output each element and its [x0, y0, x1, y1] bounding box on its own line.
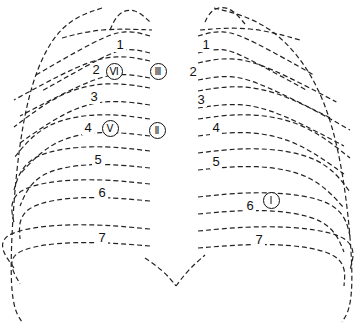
- point-numeral: Ⅵ: [109, 66, 118, 77]
- rib-number: 4: [210, 121, 221, 135]
- rib-edge: [12, 180, 150, 223]
- costal-margin: [176, 255, 205, 286]
- rib-edge: [198, 227, 353, 270]
- rib-edge: [198, 32, 314, 75]
- rib-number: 7: [253, 233, 264, 247]
- auscultation-point: Ⅲ: [150, 63, 167, 80]
- auscultation-point: Ⅵ: [106, 63, 123, 80]
- auscultation-point: Ⅴ: [102, 120, 119, 137]
- chest-outline: [11, 8, 102, 322]
- point-numeral: Ⅴ: [107, 123, 114, 134]
- rib-edge: [198, 59, 336, 102]
- rib-edge: [20, 75, 150, 116]
- point-numeral: Ⅱ: [155, 125, 160, 136]
- rib-edge: [14, 57, 150, 100]
- auscultation-point: Ⅰ: [263, 192, 280, 209]
- rib-edge: [198, 245, 345, 286]
- point-numeral: Ⅰ: [270, 195, 273, 206]
- rib-edge: [198, 77, 330, 118]
- rib-edge: [12, 243, 150, 284]
- apex: [205, 8, 245, 24]
- auscultation-point: Ⅱ: [149, 122, 166, 139]
- rib-number: 7: [96, 231, 107, 245]
- rib-edge: [20, 102, 150, 143]
- clavicle: [200, 28, 300, 40]
- rib-number: 5: [210, 155, 221, 169]
- rib-number: 4: [82, 121, 93, 135]
- rib-number: 1: [114, 38, 125, 52]
- rib-number: 2: [90, 63, 101, 77]
- rib-edge: [198, 105, 344, 146]
- rib-edge: [14, 147, 150, 190]
- rib-edge: [198, 149, 350, 192]
- rib-number: 3: [88, 90, 99, 104]
- point-numeral: Ⅲ: [155, 66, 162, 77]
- rib-edge: [14, 115, 150, 158]
- rib-number: 6: [96, 186, 107, 200]
- rib-edge: [198, 167, 344, 208]
- rib-edge: [198, 50, 308, 91]
- rib-number: 2: [187, 65, 198, 79]
- rib-edge: [20, 133, 150, 174]
- rib-edge: [3, 225, 150, 268]
- rib-number: 5: [92, 153, 103, 167]
- rib-number: 3: [195, 93, 206, 107]
- costal-margin: [145, 258, 176, 286]
- apex: [110, 10, 150, 30]
- rib-number: 6: [244, 199, 255, 213]
- rib-number: 1: [200, 38, 211, 52]
- rib-edge: [20, 198, 150, 239]
